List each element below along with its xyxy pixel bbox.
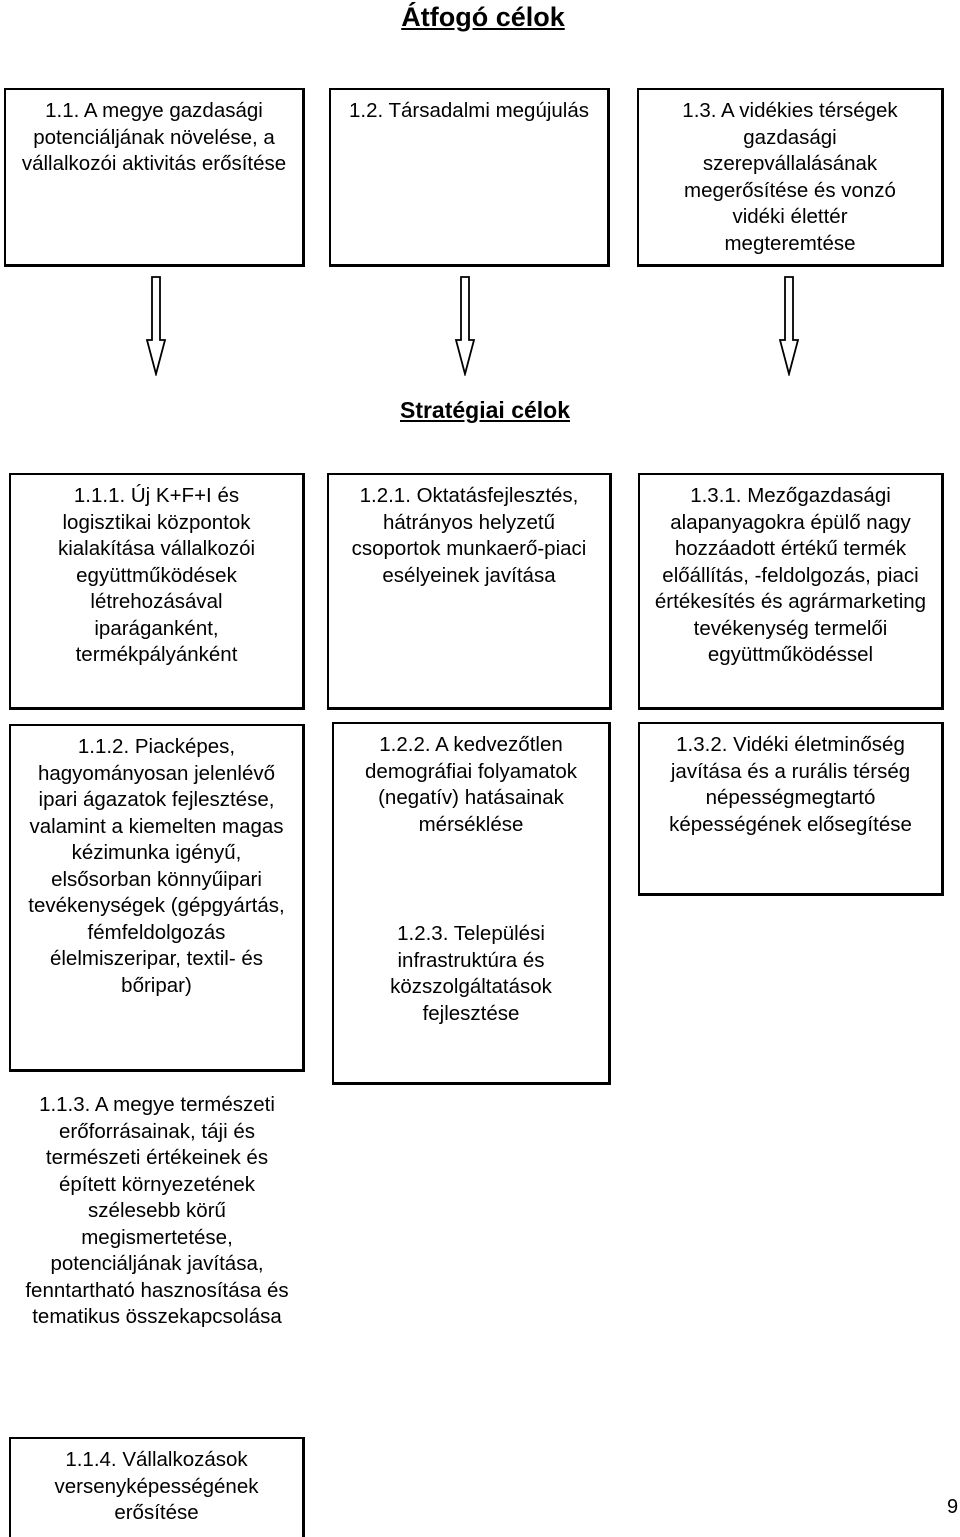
down-arrow-icon xyxy=(779,276,799,376)
down-arrow-icon xyxy=(146,276,166,376)
strategic-goal-1-3-2: 1.3.2. Vidéki életminőség javítása és a … xyxy=(638,722,944,896)
strategic-goal-1-3-1: 1.3.1. Mezőgazdasági alapanyagokra épülő… xyxy=(638,473,944,710)
strategic-goal-1-1-3: 1.1.3. A megye természeti erőforrásainak… xyxy=(9,1084,305,1424)
strategic-goal-1-1-1: 1.1.1. Új K+F+I és logisztikai központok… xyxy=(9,473,305,710)
strategic-goal-1-2-1: 1.2.1. Oktatásfejlesztés, hátrányos hely… xyxy=(327,473,612,710)
page-number: 9 xyxy=(947,1496,959,1518)
strategic-goal-1-2-2-and-1-2-3: 1.2.2. A kedvezőtlen demográfiai folyama… xyxy=(332,722,611,1085)
down-arrow-icon xyxy=(455,276,475,376)
strategic-goal-1-1-3-text: 1.1.3. A megye természeti erőforrásainak… xyxy=(25,1093,289,1328)
strategic-goal-1-1-2: 1.1.2. Piacképes, hagyományosan jelenlév… xyxy=(9,724,305,1072)
strategic-goal-1-1-4: 1.1.4. Vállalkozások versenyképességének… xyxy=(9,1437,305,1537)
overarching-goal-1-3: 1.3. A vidékies térségek gazdasági szere… xyxy=(637,88,944,267)
strategic-goal-1-2-3: 1.2.3. Települési infrastruktúra és közs… xyxy=(390,922,552,1025)
overarching-goal-1-2: 1.2. Társadalmi megújulás xyxy=(329,88,610,267)
strategic-goal-1-2-2: 1.2.2. A kedvezőtlen demográfiai folyama… xyxy=(365,733,577,836)
strategic-goals-title: Stratégiai célok xyxy=(399,397,571,423)
page-title: Átfogó célok xyxy=(401,2,565,32)
overarching-goal-1-1: 1.1. A megye gazdasági potenciáljának nö… xyxy=(4,88,305,267)
